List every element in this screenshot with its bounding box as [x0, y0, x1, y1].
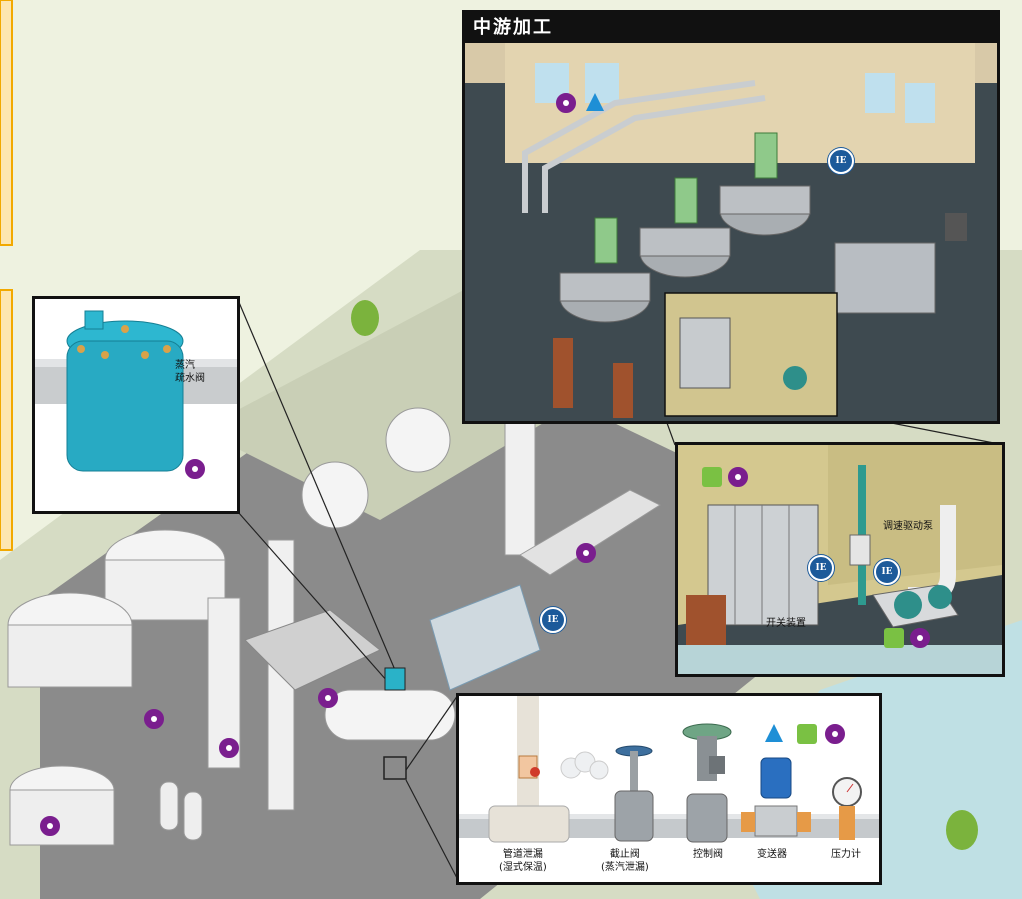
triangle-marker-icon[interactable] — [765, 724, 783, 742]
upstream-panel-title: 中游加工 — [465, 13, 997, 43]
ie-badge-icon[interactable]: IE — [874, 559, 900, 585]
pipe-leak-label: 管道泄漏 (湿式保温) — [499, 849, 547, 873]
marker-ring-icon[interactable] — [318, 688, 338, 708]
switchgear-label: 开关装置 — [766, 618, 806, 629]
pipe-components-panel: 管道泄漏 (湿式保温) 截止阀 (蒸汽泄漏) 控制阀 变送器 压力计 — [456, 693, 882, 885]
upstream-processing-panel: 中游加工 IE — [462, 10, 1000, 424]
ie-badge-icon[interactable]: IE — [828, 148, 854, 174]
marker-ring-icon[interactable] — [556, 93, 576, 113]
pump-label: 调速驱动泵 — [883, 521, 933, 532]
square-marker-icon[interactable] — [702, 467, 722, 487]
marker-ring-icon[interactable] — [576, 543, 596, 563]
triangle-marker-icon[interactable] — [586, 93, 604, 111]
square-marker-icon[interactable] — [797, 724, 817, 744]
switchgear-pump-panel: IE IE 调速驱动泵 开关装置 — [675, 442, 1005, 677]
steam-trap-label: 蒸汽 疏水阀 — [175, 360, 205, 384]
processing-room-illustration — [465, 43, 997, 421]
marker-ring-icon[interactable] — [825, 724, 845, 744]
marker-ring-icon[interactable] — [219, 738, 239, 758]
marker-ring-icon[interactable] — [144, 709, 164, 729]
steam-trap-illustration — [35, 310, 237, 472]
square-marker-icon[interactable] — [884, 628, 904, 648]
pipe-components-illustration — [459, 696, 879, 843]
marker-ring-icon[interactable] — [40, 816, 60, 836]
control-valve-label: 控制阀 — [693, 849, 723, 860]
marker-ring-icon[interactable] — [185, 459, 205, 479]
pressure-gauge-label: 压力计 — [831, 849, 861, 860]
marker-ring-icon[interactable] — [910, 628, 930, 648]
switchgear-room-illustration — [678, 445, 1002, 674]
transmitter-label: 变送器 — [757, 849, 787, 860]
ie-badge-icon[interactable]: IE — [808, 555, 834, 581]
globe-valve-label: 截止阀 (蒸汽泄漏) — [601, 849, 649, 873]
steam-trap-callout: 蒸汽 疏水阀 — [32, 296, 240, 514]
marker-ring-icon[interactable] — [728, 467, 748, 487]
ie-badge-icon[interactable]: IE — [540, 607, 566, 633]
